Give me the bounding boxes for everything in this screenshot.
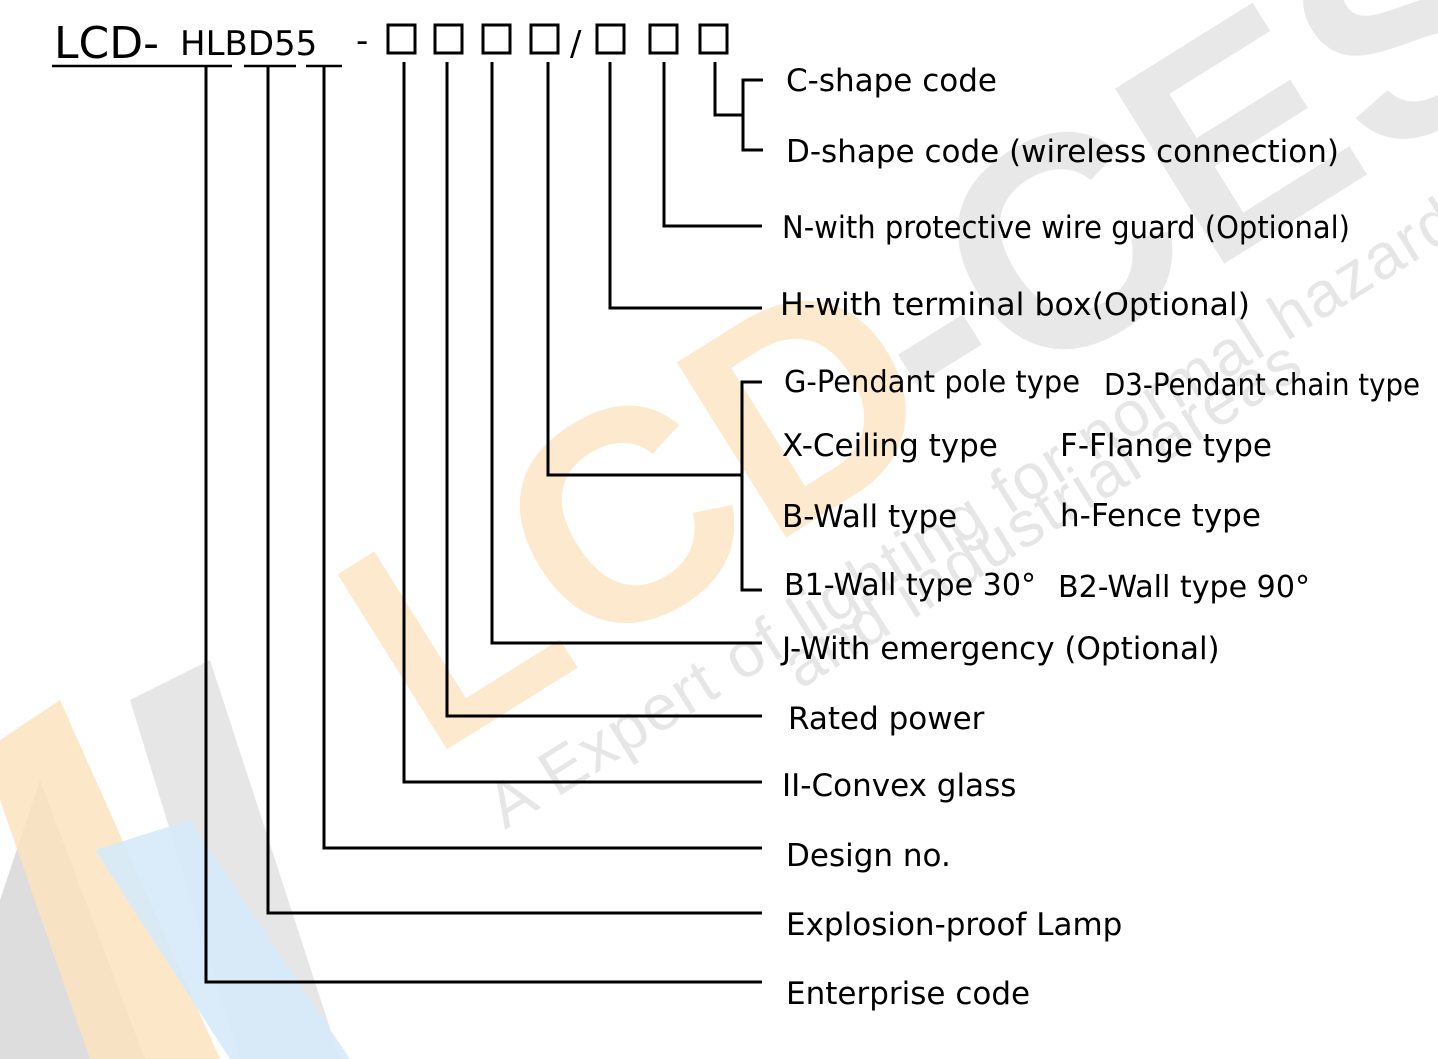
model-series: HLBD55 bbox=[180, 24, 317, 64]
label-wall-90: B2-Wall type 90° bbox=[1058, 570, 1310, 605]
watermark-stripe-orange bbox=[0, 700, 220, 1059]
code-box-7 bbox=[698, 23, 729, 55]
label-wall: B-Wall type bbox=[782, 499, 957, 535]
labels: C-shape code D-shape code (wireless conn… bbox=[780, 63, 1420, 1012]
code-box-3 bbox=[481, 23, 512, 55]
label-pendant-chain: D3-Pendant chain type bbox=[1104, 368, 1420, 403]
model-code: LCD- HLBD55 - / bbox=[52, 18, 729, 69]
leader-design bbox=[322, 66, 762, 850]
label-ceiling: X-Ceiling type bbox=[782, 428, 998, 464]
code-box-6 bbox=[648, 23, 679, 55]
model-prefix: LCD- bbox=[54, 18, 159, 69]
label-fence: h-Fence type bbox=[1060, 498, 1261, 534]
label-pendant-pole: G-Pendant pole type bbox=[784, 365, 1080, 400]
leader-wire-guard bbox=[662, 62, 762, 228]
leader-power bbox=[445, 62, 762, 718]
watermark-stripe-blue bbox=[95, 820, 350, 1059]
label-d-shape: D-shape code (wireless connection) bbox=[786, 134, 1339, 170]
model-slash: / bbox=[570, 24, 582, 64]
leader-convex bbox=[402, 62, 762, 784]
leader-emergency bbox=[490, 62, 762, 645]
label-design-no: Design no. bbox=[786, 838, 951, 874]
code-box-5 bbox=[595, 23, 626, 55]
leader-explosion bbox=[266, 66, 762, 915]
code-box-1 bbox=[386, 23, 417, 55]
leader-shape bbox=[713, 62, 743, 117]
label-convex-glass: II-Convex glass bbox=[782, 768, 1016, 804]
leader-mounting bbox=[546, 62, 742, 477]
leader-terminal bbox=[608, 62, 762, 310]
leader-enterprise bbox=[204, 66, 762, 984]
code-box-2 bbox=[433, 23, 464, 55]
label-explosion-proof: Explosion-proof Lamp bbox=[786, 907, 1122, 943]
leader-lines bbox=[204, 62, 763, 984]
label-emergency: J-With emergency (Optional) bbox=[780, 631, 1220, 667]
label-wall-30: B1-Wall type 30° bbox=[784, 568, 1036, 603]
watermark-stripe-gray-2 bbox=[130, 660, 340, 1059]
bracket-mounting bbox=[740, 380, 762, 592]
label-enterprise-code: Enterprise code bbox=[786, 976, 1030, 1012]
code-box-4 bbox=[529, 23, 560, 55]
bracket-shape bbox=[741, 78, 763, 152]
label-flange: F-Flange type bbox=[1060, 428, 1272, 464]
label-rated-power: Rated power bbox=[788, 701, 985, 737]
label-terminal-box: H-with terminal box(Optional) bbox=[780, 287, 1250, 323]
label-c-shape: C-shape code bbox=[786, 63, 997, 99]
model-separator: - bbox=[356, 21, 368, 61]
label-wire-guard: N-with protective wire guard (Optional) bbox=[782, 210, 1350, 246]
